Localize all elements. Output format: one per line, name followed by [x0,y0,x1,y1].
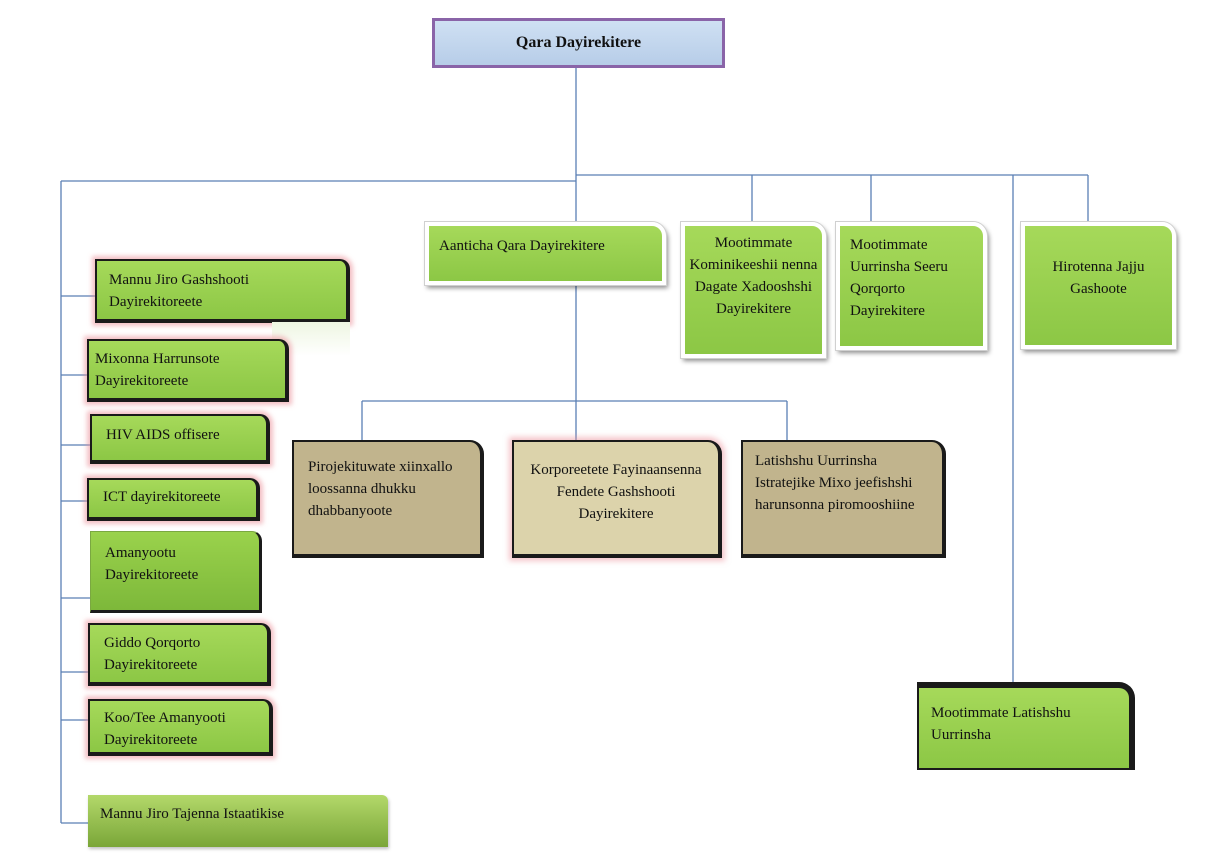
node-pirojekituwate-xiinxallo: Pirojekituwate xiinxallo loossanna dhukk… [292,440,484,558]
node-aanticha-qara-dayirekitere: Aanticha Qara Dayirekitere [425,222,666,285]
node-korporeetete-fayinaansenna: Korporeetete Fayinaansenna Fendete Gashs… [512,440,722,558]
node-label: Mannu Jiro Tajenna Istaatikise [100,806,285,822]
node-ict-dayirekitoreete: ICT dayirekitoreete [87,478,260,521]
node-hirotenna-jajju-gashoote: Hirotenna Jajju Gashoote [1021,222,1176,349]
node-label: Mixonna Harrunsote Dayirekitoreete [95,351,220,389]
node-giddo-qorqorto: Giddo Qorqorto Dayirekitoreete [88,623,271,686]
node-label: Koo/Tee Amanyooti Dayirekitoreete [104,710,226,748]
node-mootimmate-uurrinsha-seeru: Mootimmate Uurrinsha Seeru Qorqorto Dayi… [836,222,987,350]
node-label: Latishshu Uurrinsha Istratejike Mixo jee… [755,453,915,513]
node-label: Qara Dayirekitere [515,34,642,51]
node-mootimmate-latishshu-uurrinsha: Mootimmate Latishshu Uurrinsha [917,682,1135,770]
node-mixonna-harrunsote: Mixonna Harrunsote Dayirekitoreete [87,339,289,402]
node-label: Hirotenna Jajju Gashoote [1052,259,1145,297]
node-label: Pirojekituwate xiinxallo loossanna dhukk… [308,459,453,519]
node-mannu-jiro-tajenna: Mannu Jiro Tajenna Istaatikise [88,795,388,847]
node-mannu-jiro-gashshooti: Mannu Jiro Gashshooti Dayirekitoreete [95,259,350,323]
node-latishshu-uurrinsha-istratejike: Latishshu Uurrinsha Istratejike Mixo jee… [741,440,946,558]
node-label: Aanticha Qara Dayirekitere [439,238,605,254]
node-label: Korporeetete Fayinaansenna Fendete Gashs… [530,462,702,522]
node-label: Giddo Qorqorto Dayirekitoreete [104,635,201,673]
node-hiv-aids-offisere: HIV AIDS offisere [90,414,270,464]
node-qara-dayirekitere: Qara Dayirekitere [432,18,725,68]
node-amanyootu-dayirekitoreete: Amanyootu Dayirekitoreete [90,531,262,613]
node-label: Mootimmate Latishshu Uurrinsha [931,705,1071,743]
node-label: Mootimmate Kominikeeshii nenna Dagate Xa… [689,235,818,317]
node-label: ICT dayirekitoreete [103,489,221,505]
node-label: Mootimmate Uurrinsha Seeru Qorqorto Dayi… [850,237,948,319]
node-label: HIV AIDS offisere [106,427,220,443]
node-koo-tee-amanyooti: Koo/Tee Amanyooti Dayirekitoreete [88,699,273,756]
node-label: Amanyootu Dayirekitoreete [105,545,199,583]
node-label: Mannu Jiro Gashshooti Dayirekitoreete [109,272,249,310]
node-mootimmate-kominikeeshii: Mootimmate Kominikeeshii nenna Dagate Xa… [681,222,826,358]
